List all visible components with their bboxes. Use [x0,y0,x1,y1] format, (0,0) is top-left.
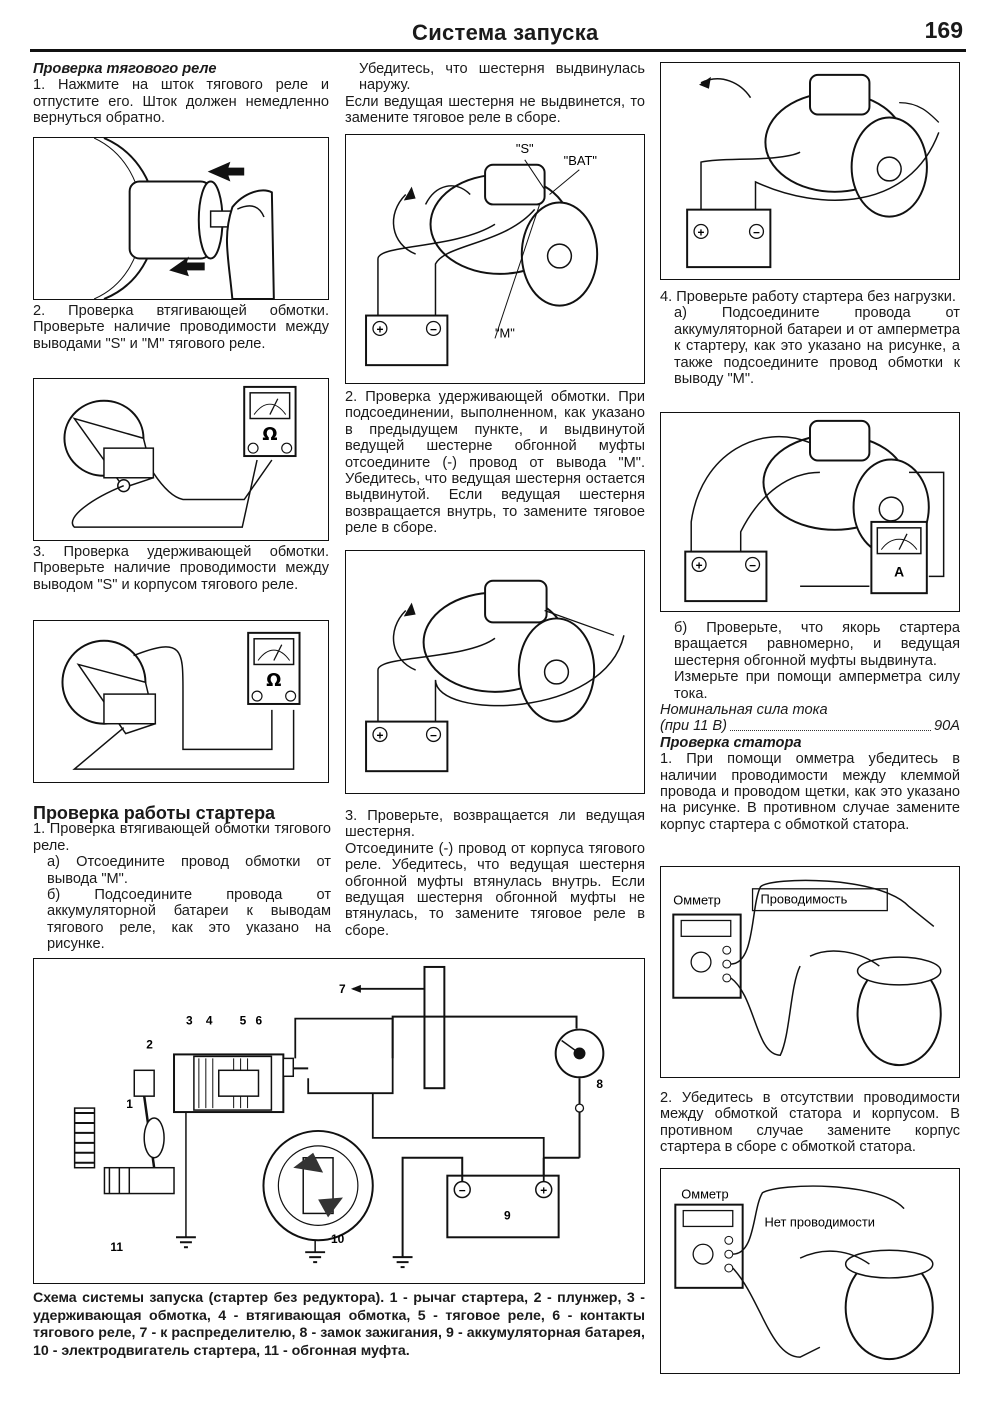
figure-hold-starter: + − [345,550,645,794]
col2-p2: Если ведущая шестерня не выдвинется, то … [345,93,645,127]
figure-ammeter-starter: + − A [660,412,960,612]
ohm-symbol-1: Ω [262,425,277,445]
bat-minus-2: − [430,728,437,742]
leader-dots [729,718,932,731]
amp-symbol: A [894,563,904,579]
figure-pullin-winding-test: Ω [33,378,329,541]
schematic-label-4: 4 [206,1014,213,1028]
page-number: 169 [924,17,963,43]
ohm-symbol-2: Ω [266,671,281,691]
schematic-label-5: 5 [240,1014,247,1028]
schematic-label-9: 9 [504,1208,511,1222]
schematic-label-8: 8 [596,1077,603,1091]
col2-intro: Убедитесь, что шестерня выдвинулась нару… [345,61,645,127]
relay-step3: 3. Проверка удерживающей обмотки. Провер… [33,544,329,593]
schematic-label-7: 7 [339,982,346,996]
bat-plus-4: + [696,558,703,572]
col1-intro: Проверка тягового реле 1. Нажмите на што… [33,61,329,127]
starter-step1b: б) Подсоедините провода от аккумуляторно… [47,887,331,953]
nominal-current-label: Номинальная сила тока [660,702,828,719]
figure-return-starter: + − [660,62,960,280]
schematic-label-3: 3 [186,1014,193,1028]
relay-step2: 2. Проверка втягивающей обмотки. Проверь… [33,303,329,352]
stator-step2: 2. Убедитесь в отсутствии проводимости м… [660,1090,960,1156]
nominal-current-row: (при 11 В) 90A [660,718,960,734]
label-conductivity: Проводимость [760,892,847,907]
relay-step1: 1. Нажмите на шток тягового реле и отпус… [33,77,329,127]
battery-plus: + [540,1184,547,1198]
col2-p4: 3. Проверьте, возвращается ли ведущая ше… [345,808,645,841]
col2-p5: Отсоедините (-) провод от корпуса тягово… [345,840,645,939]
heading-stator-check: Проверка статора [660,734,802,751]
figure-stator-conductivity: Омметр Проводимость [660,866,960,1078]
col3-p1: 4. Проверьте работу стартера без нагрузк… [660,289,956,305]
figure-stator-no-conductivity: Омметр Нет проводимости [660,1168,960,1374]
col3-p3: б) Проверьте, что якорь стартера вращает… [674,620,960,669]
bat-minus-4: − [749,558,756,572]
schematic-label-6: 6 [256,1014,263,1028]
label-ohmmeter-1: Омметр [673,893,720,908]
schematic-label-10: 10 [331,1232,345,1246]
col3-p2: а) Подсоедините провода от аккумуляторно… [674,305,960,388]
col1-starter-section: Проверка работы стартера 1. Проверка втя… [33,803,331,953]
starter-step1: 1. Проверка втягивающей обмотки тягового… [33,821,331,854]
label-ohmmeter-2: Омметр [681,1187,728,1202]
label-bat-terminal: "BAT" [564,153,598,168]
bat-plus-3: + [698,225,705,239]
col2-return-section: 3. Проверьте, возвращается ли ведущая ше… [345,808,645,939]
col2-p1: Убедитесь, что шестерня выдвинулась нару… [359,61,645,94]
schematic-label-1: 1 [126,1097,133,1111]
col1-step2: 2. Проверка втягивающей обмотки. Проверь… [33,303,329,352]
label-s-terminal: "S" [516,141,534,156]
starter-step1a: а) Отсоедините провод обмотки от вывода … [47,854,331,887]
col3-stator-step2: 2. Убедитесь в отсутствии проводимости м… [660,1090,960,1156]
stator-step1: 1. При помощи омметра убедитесь в наличи… [660,751,960,833]
figure-starting-system-schematic: − + 2 1 3 4 5 6 7 8 9 10 11 [33,958,645,1284]
heading-starter-check: Проверка работы стартера [33,803,276,823]
heading-relay-check: Проверка тягового реле [33,61,217,77]
schematic-label-11: 11 [110,1240,123,1254]
nominal-current-value: 90A [934,718,960,735]
bat-minus-3: − [753,225,760,239]
nominal-current-condition: (при 11 В) [660,718,727,735]
bat-plus-2: + [376,728,383,742]
col2-p3: 2. Проверка удерживающей обмотки. При по… [345,389,645,537]
label-m-terminal: "M" [495,325,515,340]
col2-hold-section: 2. Проверка удерживающей обмотки. При по… [345,389,645,537]
figure-plunger-push [33,137,329,300]
label-no-conductivity: Нет проводимости [764,1214,874,1229]
header-rule [30,49,966,52]
page-title: Система запуска [412,20,599,45]
col3-noload-section: 4. Проверьте работу стартера без нагрузк… [660,289,960,387]
col1-step3: 3. Проверка удерживающей обмотки. Провер… [33,544,329,593]
schematic-label-2: 2 [146,1037,153,1051]
col3-rotation-section: б) Проверьте, что якорь стартера вращает… [660,620,960,833]
bat-minus-1: − [430,322,437,336]
schematic-caption: Схема системы запуска (стартер без редук… [33,1290,645,1359]
battery-minus: − [459,1184,466,1198]
figure-pullin-starter: "S" "BAT" "M" + − [345,134,645,384]
bat-plus-1: + [376,322,383,336]
figure-hold-winding-test: Ω [33,620,329,783]
col3-p4: Измерьте при помощи амперметра силу тока… [674,669,960,702]
